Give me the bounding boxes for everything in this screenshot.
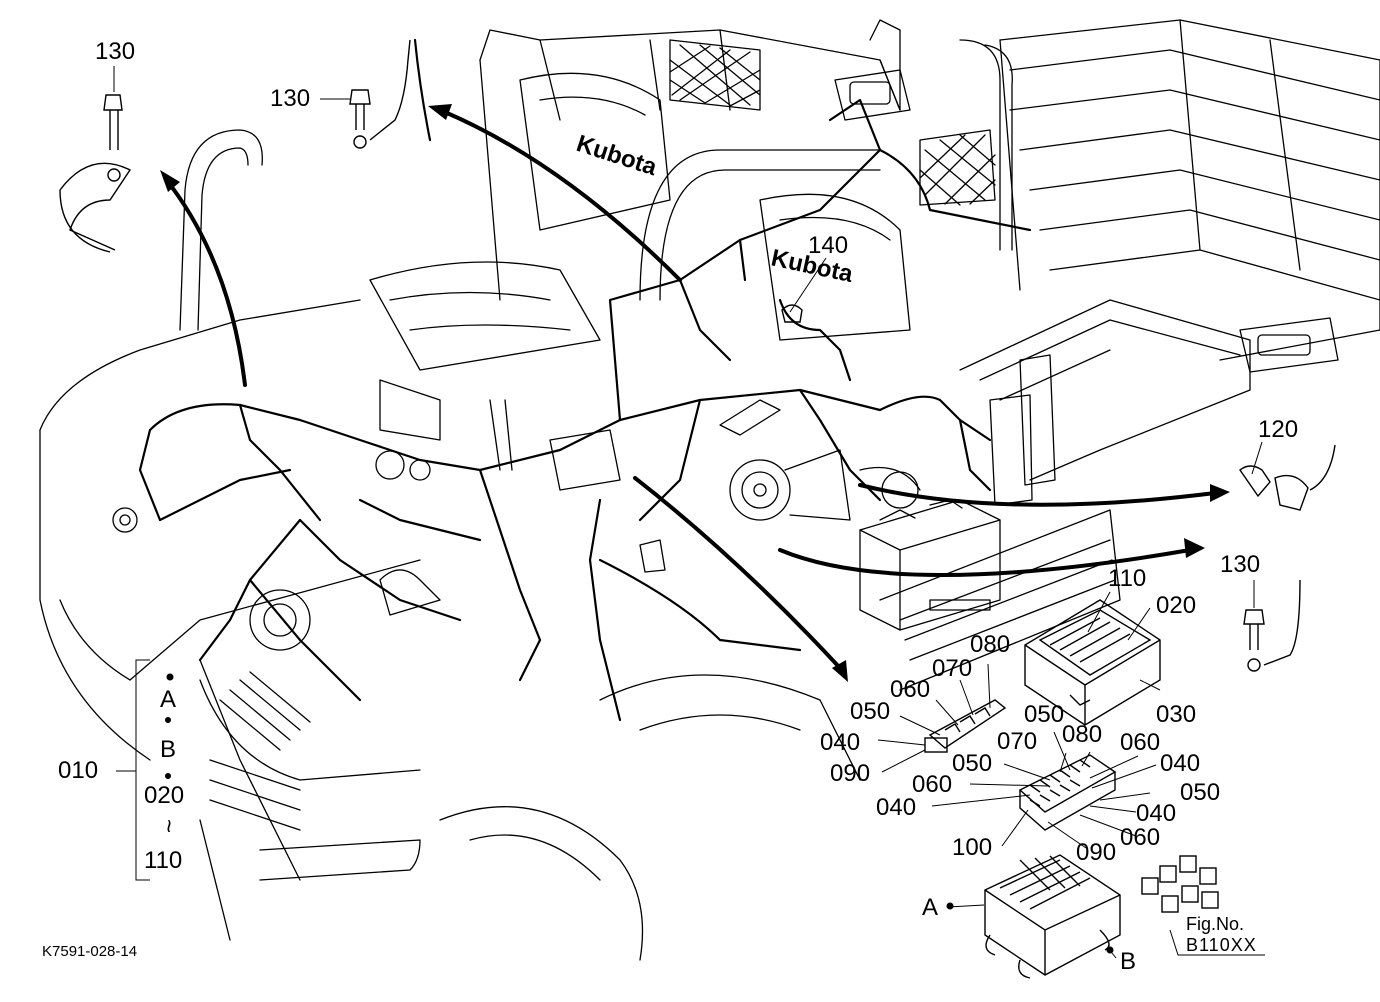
- battery: [859, 499, 1001, 631]
- callout-080-a: 080: [970, 631, 1011, 658]
- callout-140: 140: [808, 232, 849, 259]
- bracket-label-tilde: ~: [155, 818, 183, 834]
- relay-set: [1141, 855, 1219, 913]
- reference-arrows: [163, 108, 1217, 670]
- callout-130-right: 130: [1220, 551, 1261, 578]
- fig-number-prefix: Fig.No.: [1186, 914, 1245, 934]
- callout-050-b: 050: [1024, 701, 1065, 728]
- fig-number-code: B110XX: [1186, 935, 1257, 955]
- leader-lines: [113, 66, 1265, 959]
- wiring-harness: [138, 38, 1032, 722]
- callout-090-a: 090: [830, 760, 871, 787]
- callout-070-a: 070: [932, 655, 973, 682]
- roll-cage: [179, 19, 1013, 331]
- callout-050-c: 050: [952, 750, 993, 777]
- callout-080-b: 080: [1062, 721, 1103, 748]
- arrow-heads: [160, 104, 1230, 682]
- rear-frame: [959, 299, 1251, 506]
- tail-lamps: [834, 69, 1339, 373]
- callout-040-b: 040: [1160, 750, 1201, 777]
- callout-040-a: 040: [820, 729, 861, 756]
- fuse-box-cover: [1024, 599, 1161, 726]
- callout-130-top-left: 130: [95, 38, 136, 65]
- dash-components: [112, 379, 781, 651]
- relay-label-b: B: [1120, 948, 1137, 975]
- bracket-label-110: 110: [144, 847, 183, 874]
- callout-020-right: 020: [1156, 592, 1197, 619]
- callout-010: 010: [58, 757, 99, 784]
- relay-label-a: A: [922, 894, 939, 921]
- seat-brand-text-1: Kubota: [573, 130, 661, 181]
- drawing-id: K7591-028-14: [42, 943, 138, 960]
- bracket-label-a: A: [160, 686, 177, 713]
- front-body: [39, 299, 1121, 961]
- callout-030: 030: [1156, 701, 1197, 728]
- leader-dots: [165, 673, 1114, 954]
- ground-bolts: [59, 39, 1336, 672]
- callout-070-b: 070: [997, 728, 1038, 755]
- callout-060-a: 060: [890, 676, 931, 703]
- callout-060-d: 060: [1120, 824, 1161, 851]
- callout-050-a: 050: [850, 698, 891, 725]
- callout-120: 120: [1258, 416, 1299, 443]
- fuse-strip-small: [924, 699, 1007, 753]
- cargo-bed: [999, 19, 1380, 361]
- alternator: [729, 449, 921, 521]
- fuse-strip-large: [1018, 754, 1117, 831]
- bracket-label-b: B: [160, 736, 177, 763]
- callout-130-top-mid: 130: [270, 85, 311, 112]
- callout-100: 100: [952, 834, 993, 861]
- callout-040-d: 040: [1136, 800, 1177, 827]
- callout-040-c: 040: [876, 794, 917, 821]
- bracket-label-020: 020: [144, 782, 185, 809]
- callout-090-b: 090: [1076, 839, 1117, 866]
- relay-box: [984, 854, 1121, 979]
- callout-110: 110: [1108, 565, 1147, 592]
- seats: [369, 72, 911, 371]
- callout-060-b: 060: [1120, 729, 1161, 756]
- callout-060-c: 060: [912, 771, 953, 798]
- callout-050-d: 050: [1180, 779, 1221, 806]
